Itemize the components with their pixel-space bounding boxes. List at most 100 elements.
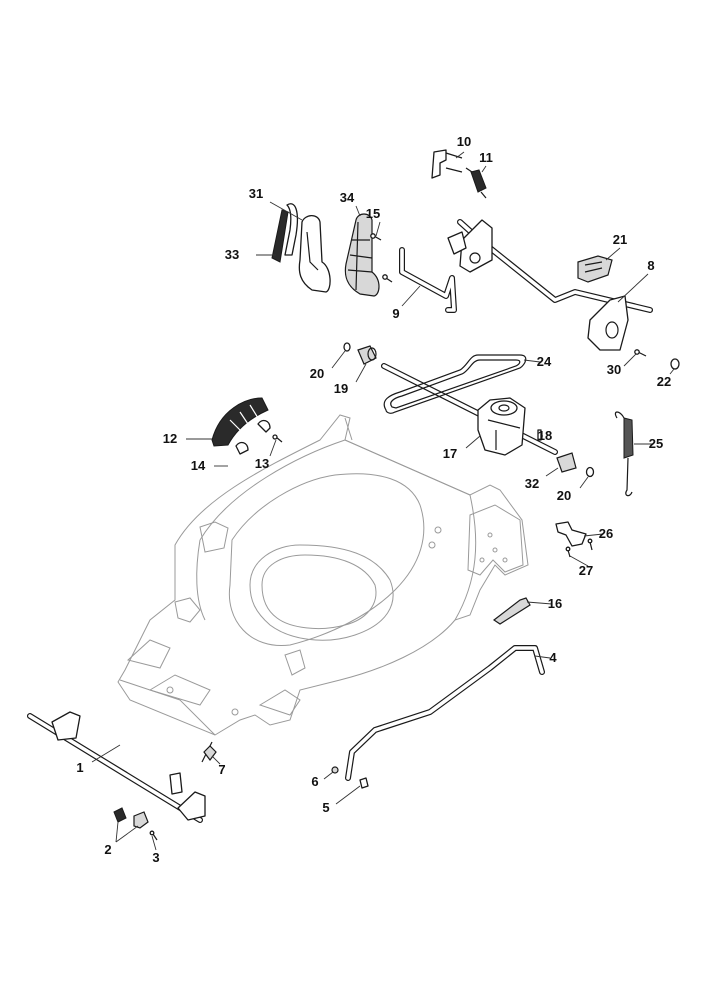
callout-label: 2	[104, 842, 111, 857]
callout-layer: 1234567891011121314151617181920202122242…	[76, 134, 675, 865]
part-18-pin[interactable]	[537, 429, 542, 441]
callout-3: 3	[151, 835, 160, 865]
leader-line	[335, 785, 361, 805]
callout-label: 24	[537, 354, 552, 369]
leader-line	[269, 201, 303, 221]
part-7-spring[interactable]	[201, 741, 217, 763]
callout-26: 26	[583, 526, 613, 541]
leader-line	[211, 755, 221, 765]
part-9-link-rod[interactable]	[399, 247, 457, 313]
callout-label: 10	[457, 134, 471, 149]
callout-20b: 20	[557, 476, 589, 503]
part-6-nut[interactable]	[331, 766, 339, 774]
callout-7: 7	[211, 755, 226, 777]
part-5-pin[interactable]	[359, 777, 369, 789]
leader-line	[534, 655, 551, 659]
part-30-screw[interactable]	[634, 349, 647, 357]
callout-label: 8	[647, 258, 654, 273]
leader-line	[115, 821, 119, 843]
callout-label: 3	[152, 850, 159, 865]
part-27-screw[interactable]	[565, 538, 593, 558]
callout-6: 6	[311, 771, 334, 789]
leader-line	[91, 744, 121, 763]
part-32-drive-pinion[interactable]	[556, 452, 577, 473]
callout-label: 12	[163, 431, 177, 446]
callout-label: 15	[366, 206, 380, 221]
callout-17: 17	[443, 435, 481, 461]
leader-line	[583, 533, 604, 537]
part-20-circlip-right[interactable]	[585, 466, 595, 478]
leader-line	[355, 363, 367, 383]
leader-line	[526, 601, 553, 605]
callout-5: 5	[322, 785, 361, 815]
mower-deck	[117, 414, 529, 736]
callout-33: 33	[225, 247, 276, 262]
callout-label: 21	[613, 232, 627, 247]
part-34-lever-housing[interactable]	[344, 213, 380, 297]
callout-16: 16	[526, 596, 562, 611]
part-1-front-axle[interactable]	[27, 711, 206, 823]
callout-27: 27	[569, 555, 593, 578]
callout-label: 33	[225, 247, 239, 262]
part-11-tension-spring[interactable]	[465, 167, 487, 199]
callout-18: 18	[538, 428, 552, 443]
callout-20a: 20	[310, 350, 346, 381]
part-15-screw[interactable]	[370, 233, 393, 283]
callout-14: 14	[191, 458, 228, 473]
callout-label: 18	[538, 428, 552, 443]
part-33-lever-grip-strip[interactable]	[271, 203, 299, 263]
callout-11: 11	[479, 150, 493, 173]
callout-label: 11	[479, 150, 493, 165]
callout-label: 22	[657, 374, 671, 389]
callout-19: 19	[334, 363, 367, 396]
callout-22: 22	[657, 368, 675, 389]
part-14-washer-plate-2	[235, 441, 249, 455]
part-19-drive-pinion[interactable]	[357, 345, 377, 365]
part-4-rear-height-adjust-rod[interactable]	[345, 645, 545, 781]
leader-line	[569, 555, 589, 567]
part-21-cover[interactable]	[577, 255, 613, 283]
leader-line	[269, 439, 277, 457]
callout-34: 34	[340, 190, 361, 217]
leader-line	[401, 285, 421, 307]
callout-1: 1	[76, 744, 121, 775]
part-16-bracket[interactable]	[492, 597, 531, 625]
leader-line	[481, 165, 487, 173]
callout-label: 20	[310, 366, 324, 381]
callout-label: 16	[548, 596, 562, 611]
part-26-belt-guide[interactable]	[555, 521, 587, 547]
callout-12: 12	[163, 431, 212, 446]
part-2-height-adjust-clip[interactable]	[113, 807, 149, 829]
callout-10: 10	[455, 134, 471, 159]
part-10-clip[interactable]	[431, 149, 463, 179]
leader-line	[545, 467, 559, 477]
part-3-screw[interactable]	[149, 830, 158, 841]
leader-line	[465, 435, 481, 449]
part-13-screw[interactable]	[272, 434, 283, 443]
leader-line	[115, 825, 139, 843]
callout-2: 2	[104, 821, 139, 857]
leader-line	[455, 151, 465, 159]
part-22-washer[interactable]	[670, 358, 680, 370]
callout-31: 31	[249, 186, 303, 221]
part-24-drive-belt[interactable]	[383, 354, 527, 414]
part-17-gearbox[interactable]	[477, 397, 526, 456]
callout-label: 27	[579, 563, 593, 578]
part-14-washer-plate[interactable]	[257, 419, 271, 433]
callout-25: 25	[634, 436, 663, 451]
leader-line	[579, 476, 589, 489]
callout-21: 21	[605, 232, 627, 261]
callout-label: 20	[557, 488, 571, 503]
leader-line	[355, 205, 361, 217]
part-31-lever-cover[interactable]	[298, 214, 331, 293]
part-8-rear-axle[interactable]	[447, 219, 653, 351]
leader-line	[669, 368, 675, 375]
callout-label: 19	[334, 381, 348, 396]
part-25-extension-spring[interactable]	[614, 411, 634, 497]
callout-4: 4	[534, 650, 557, 665]
leader-line	[523, 359, 541, 363]
callout-8: 8	[617, 258, 655, 303]
part-12-height-adjust-sector[interactable]	[211, 397, 269, 447]
part-20-circlip-left[interactable]	[343, 342, 351, 352]
